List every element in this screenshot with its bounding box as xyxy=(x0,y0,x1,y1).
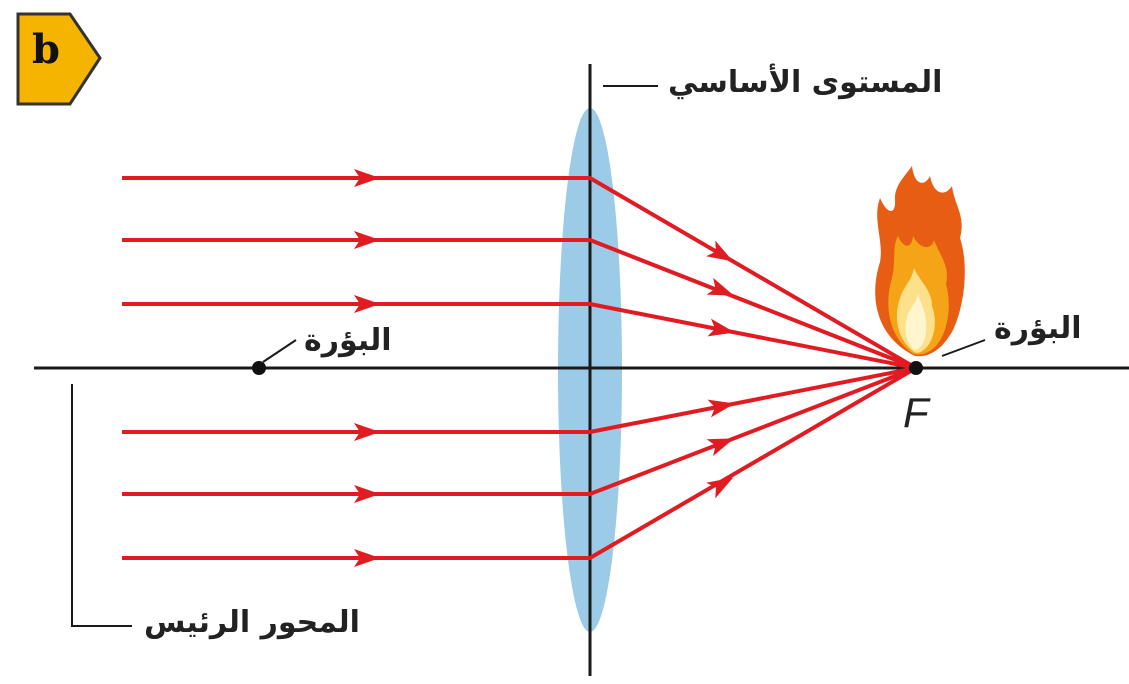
ray-group xyxy=(122,176,918,560)
ray-6 xyxy=(122,366,918,560)
arrowhead xyxy=(354,423,380,441)
principal-axis-leader xyxy=(71,384,132,627)
focal-point-right-leader xyxy=(941,339,986,357)
arrowhead xyxy=(706,277,735,296)
arrowhead xyxy=(354,485,380,503)
arrowhead xyxy=(707,318,735,337)
ray-5 xyxy=(122,366,917,496)
arrowhead xyxy=(706,438,735,457)
focal-point-right-dot xyxy=(909,361,923,375)
arrowhead xyxy=(707,399,735,418)
arrowhead xyxy=(354,231,380,249)
arrowhead xyxy=(706,240,734,262)
focal-letter: F xyxy=(903,389,929,436)
flame-icon xyxy=(875,166,965,357)
focal-point-left-dot xyxy=(252,361,266,375)
arrowhead xyxy=(354,169,380,187)
ray-4 xyxy=(122,366,917,434)
ray-2 xyxy=(122,238,917,370)
badge-shape xyxy=(16,12,102,106)
ray-arrowheads-right xyxy=(706,240,735,499)
arrowhead xyxy=(706,477,734,499)
ray-3 xyxy=(122,302,917,370)
arrowhead xyxy=(354,549,380,567)
focal-point-right-label: البؤرة xyxy=(994,311,1082,346)
principal-plane-label: المستوى الأساسي xyxy=(668,65,943,100)
ray-1 xyxy=(122,176,918,370)
ray-arrowheads-left xyxy=(354,169,380,567)
focal-point-left-leader xyxy=(262,339,297,363)
badge-letter: b xyxy=(32,26,60,73)
principal-axis-label: المحور الرئيس xyxy=(144,605,360,640)
focal-point-left-label: البؤرة xyxy=(304,323,392,358)
arrowhead xyxy=(354,295,380,313)
